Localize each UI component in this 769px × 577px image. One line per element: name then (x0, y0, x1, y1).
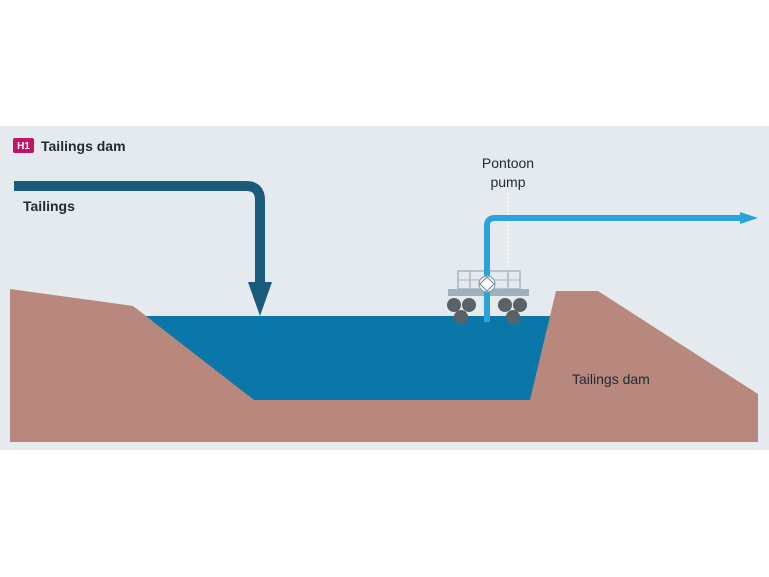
outflow-arrowhead (740, 212, 758, 224)
inflow-arrowhead (248, 282, 272, 316)
outflow-pipe (484, 215, 742, 322)
pontoon-pump: Pontoon pump (447, 155, 758, 324)
diagram-header: H1 Tailings dam (13, 138, 126, 154)
tailings-inflow-label: Tailings (23, 198, 75, 214)
inflow-pipe (14, 181, 265, 288)
pump-valve-diamond (479, 276, 495, 292)
pontoon-float (447, 298, 461, 312)
pontoon-float (462, 298, 476, 312)
pontoon-float (506, 310, 520, 324)
header-badge (13, 138, 34, 153)
pontoon-label-line1: Pontoon (482, 155, 534, 171)
pontoon-float (498, 298, 512, 312)
pontoon-label-line2: pump (490, 174, 525, 190)
pontoon-float (454, 310, 468, 324)
ground-earth (10, 289, 758, 442)
header-badge-text: H1 (17, 141, 30, 152)
pontoon-float (513, 298, 527, 312)
header-title: Tailings dam (41, 138, 126, 154)
tailings-dam-label: Tailings dam (572, 371, 650, 387)
tailings-pond-water (140, 316, 553, 400)
